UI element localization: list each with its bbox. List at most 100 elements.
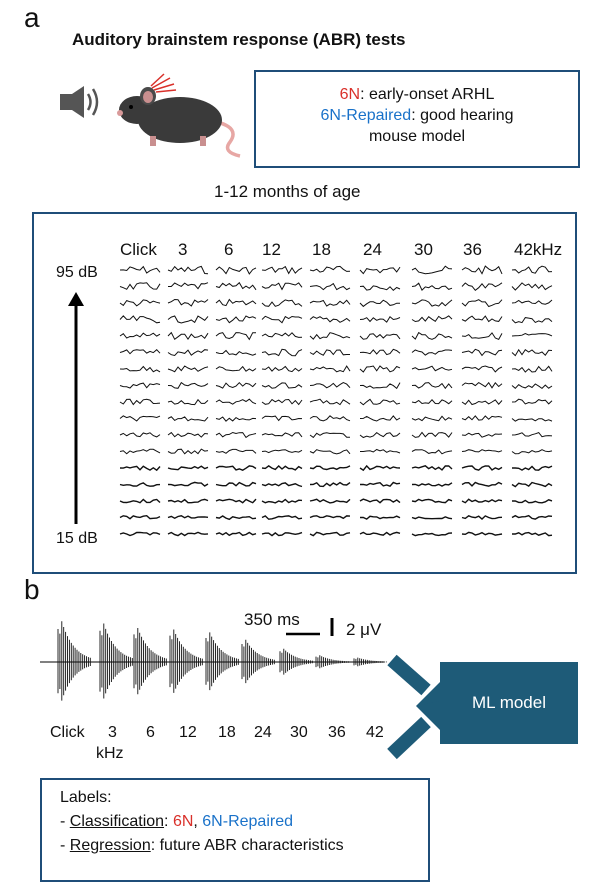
abr-trace <box>168 282 209 290</box>
abr-trace <box>309 481 351 488</box>
abr-trace <box>360 448 401 454</box>
abr-trace <box>309 382 351 389</box>
mouse-model-text: mouse model <box>368 128 466 145</box>
abr-trace <box>167 531 209 537</box>
abr-trace <box>359 365 401 373</box>
abr-trace <box>215 531 257 537</box>
freq-header-24: 24 <box>363 240 382 259</box>
freq-header-click: Click <box>120 240 157 259</box>
abr-trace <box>309 265 351 273</box>
abr-trace <box>511 348 553 357</box>
abr-trace <box>309 415 351 422</box>
abr-trace <box>511 299 553 305</box>
abr-trace <box>215 448 257 454</box>
abr-trace <box>511 317 553 324</box>
freq-header-42khz: 42kHz <box>514 240 563 259</box>
abr-waveform <box>205 632 239 691</box>
abr-trace <box>461 381 503 389</box>
abr-trace <box>119 482 161 487</box>
abr-trace <box>119 315 161 324</box>
abr-trace <box>215 281 257 291</box>
abr-waveform <box>241 639 275 684</box>
abr-waveform <box>279 648 313 675</box>
abr-trace <box>167 331 209 341</box>
abr-trace <box>309 398 351 406</box>
freq-header-30: 30 <box>414 240 433 259</box>
abr-trace <box>119 514 161 520</box>
abr-trace <box>309 432 351 439</box>
abr-trace <box>215 349 257 356</box>
abr-trace <box>215 398 257 405</box>
freq-header-36: 36 <box>463 240 482 259</box>
abr-trace <box>215 298 257 307</box>
abr-trace <box>359 531 401 536</box>
abr-trace-grid <box>119 265 553 537</box>
abr-trace <box>309 282 351 291</box>
abr-trace <box>119 265 161 274</box>
scale-bar <box>286 618 334 636</box>
wave-label-24: 24 <box>254 724 272 741</box>
abr-trace <box>411 498 453 504</box>
abr-waveform <box>169 629 203 693</box>
abr-waveform <box>99 623 133 699</box>
strain-6n-repaired-label: 6N-Repaired <box>320 107 412 124</box>
abr-trace <box>119 398 161 406</box>
regression-description: : future ABR characteristics <box>150 837 344 854</box>
abr-trace <box>360 481 401 488</box>
class-6n: 6N <box>172 813 194 830</box>
wave-label-42: 42 <box>366 724 384 741</box>
abr-trace <box>167 381 209 389</box>
abr-trace <box>511 365 553 373</box>
abr-trace <box>411 415 453 422</box>
abr-trace <box>215 515 257 521</box>
abr-trace <box>261 348 303 357</box>
wave-label-3: 3 <box>108 724 117 741</box>
abr-trace <box>261 449 303 454</box>
freq-header-3: 3 <box>178 240 188 259</box>
abr-trace <box>309 316 351 323</box>
abr-trace <box>119 415 161 422</box>
classification-label: Classification <box>69 813 165 830</box>
abr-trace <box>461 481 503 487</box>
abr-trace <box>512 499 553 504</box>
speaker-icon <box>60 86 99 118</box>
abr-trace <box>261 482 303 488</box>
abr-trace <box>461 515 503 520</box>
abr-trace <box>119 299 161 307</box>
abr-trace <box>261 415 303 422</box>
wave-label-30: 30 <box>290 724 308 741</box>
scale-bar-time-label: 350 ms <box>244 610 300 629</box>
abr-trace <box>261 432 303 438</box>
abr-trace <box>309 515 351 520</box>
abr-trace <box>359 333 401 340</box>
abr-trace <box>461 465 503 471</box>
abr-trace <box>511 383 553 390</box>
abr-trace <box>167 365 209 373</box>
abr-trace <box>411 299 453 307</box>
abr-trace <box>119 448 161 455</box>
age-range-text: 1-12 months of age <box>214 182 361 201</box>
abr-trace <box>119 332 161 339</box>
class-comma: , <box>193 813 203 830</box>
wave-label-khz: kHz <box>96 745 124 762</box>
classification-line: - Classification: 6N, 6N-Repaired <box>60 813 293 830</box>
abr-trace <box>411 449 453 455</box>
abr-trace <box>511 265 553 274</box>
abr-trace <box>261 265 303 275</box>
abr-trace <box>461 265 503 275</box>
abr-trace <box>411 431 453 438</box>
abr-trace <box>167 498 209 504</box>
regression-line: - Regression: future ABR characteristics <box>60 837 344 854</box>
abr-trace <box>359 285 401 291</box>
abr-trace <box>411 315 453 323</box>
abr-trace <box>215 481 257 487</box>
abr-trace <box>461 299 503 308</box>
ml-model-box: ML model <box>440 662 578 744</box>
abr-trace <box>261 365 303 373</box>
abr-trace <box>511 282 553 291</box>
abr-trace <box>461 365 503 373</box>
abr-trace <box>119 465 161 472</box>
db-top-label: 95 dB <box>56 264 98 281</box>
abr-trace <box>359 382 401 390</box>
abr-trace <box>359 266 401 275</box>
